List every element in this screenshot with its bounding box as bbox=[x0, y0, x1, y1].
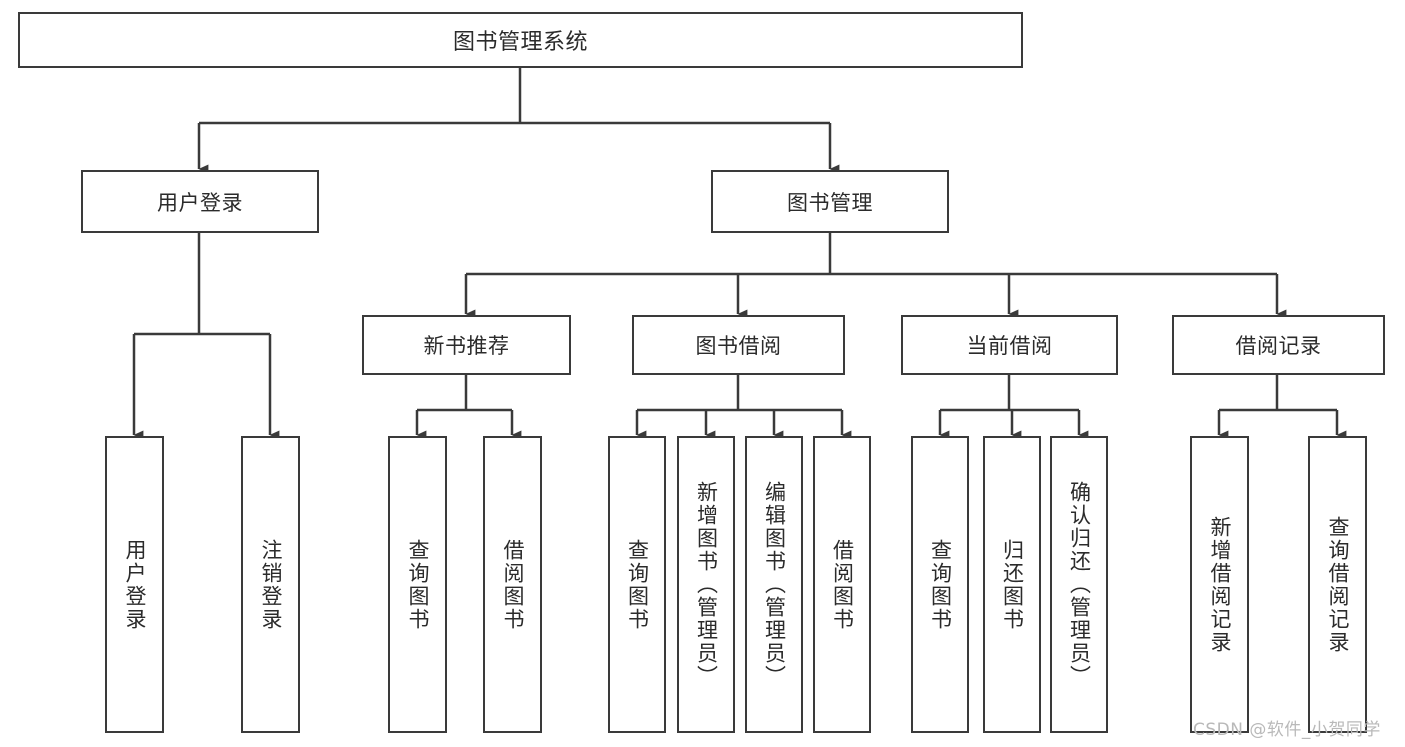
node-leaf-logout-login[interactable]: 注销登录 bbox=[241, 436, 300, 733]
node-leaf-user-login[interactable]: 用户登录 bbox=[105, 436, 164, 733]
node-leaf-query-books-borrow[interactable]: 查询图书 bbox=[608, 436, 666, 733]
node-leaf-return-books[interactable]: 归还图书 bbox=[983, 436, 1041, 733]
node-new-book-recommend[interactable]: 新书推荐 bbox=[362, 315, 571, 375]
node-leaf-edit-book-admin[interactable]: 编辑图书（管理员） bbox=[745, 436, 803, 733]
node-borrow-record[interactable]: 借阅记录 bbox=[1172, 315, 1385, 375]
node-book-borrow[interactable]: 图书借阅 bbox=[632, 315, 845, 375]
node-leaf-add-book-admin[interactable]: 新增图书（管理员） bbox=[677, 436, 735, 733]
node-current-borrow[interactable]: 当前借阅 bbox=[901, 315, 1118, 375]
node-book-management[interactable]: 图书管理 bbox=[711, 170, 949, 233]
connector-lines bbox=[132, 68, 1347, 440]
node-user-login[interactable]: 用户登录 bbox=[81, 170, 319, 233]
node-leaf-query-books-current[interactable]: 查询图书 bbox=[911, 436, 969, 733]
node-system-title[interactable]: 图书管理系统 bbox=[18, 12, 1023, 68]
node-leaf-borrow-books-recommend[interactable]: 借阅图书 bbox=[483, 436, 542, 733]
node-leaf-query-borrow-record[interactable]: 查询借阅记录 bbox=[1308, 436, 1367, 733]
node-leaf-add-borrow-record[interactable]: 新增借阅记录 bbox=[1190, 436, 1249, 733]
node-leaf-confirm-return-admin[interactable]: 确认归还（管理员） bbox=[1050, 436, 1108, 733]
node-leaf-borrow-books-borrow[interactable]: 借阅图书 bbox=[813, 436, 871, 733]
node-leaf-query-books-recommend[interactable]: 查询图书 bbox=[388, 436, 447, 733]
